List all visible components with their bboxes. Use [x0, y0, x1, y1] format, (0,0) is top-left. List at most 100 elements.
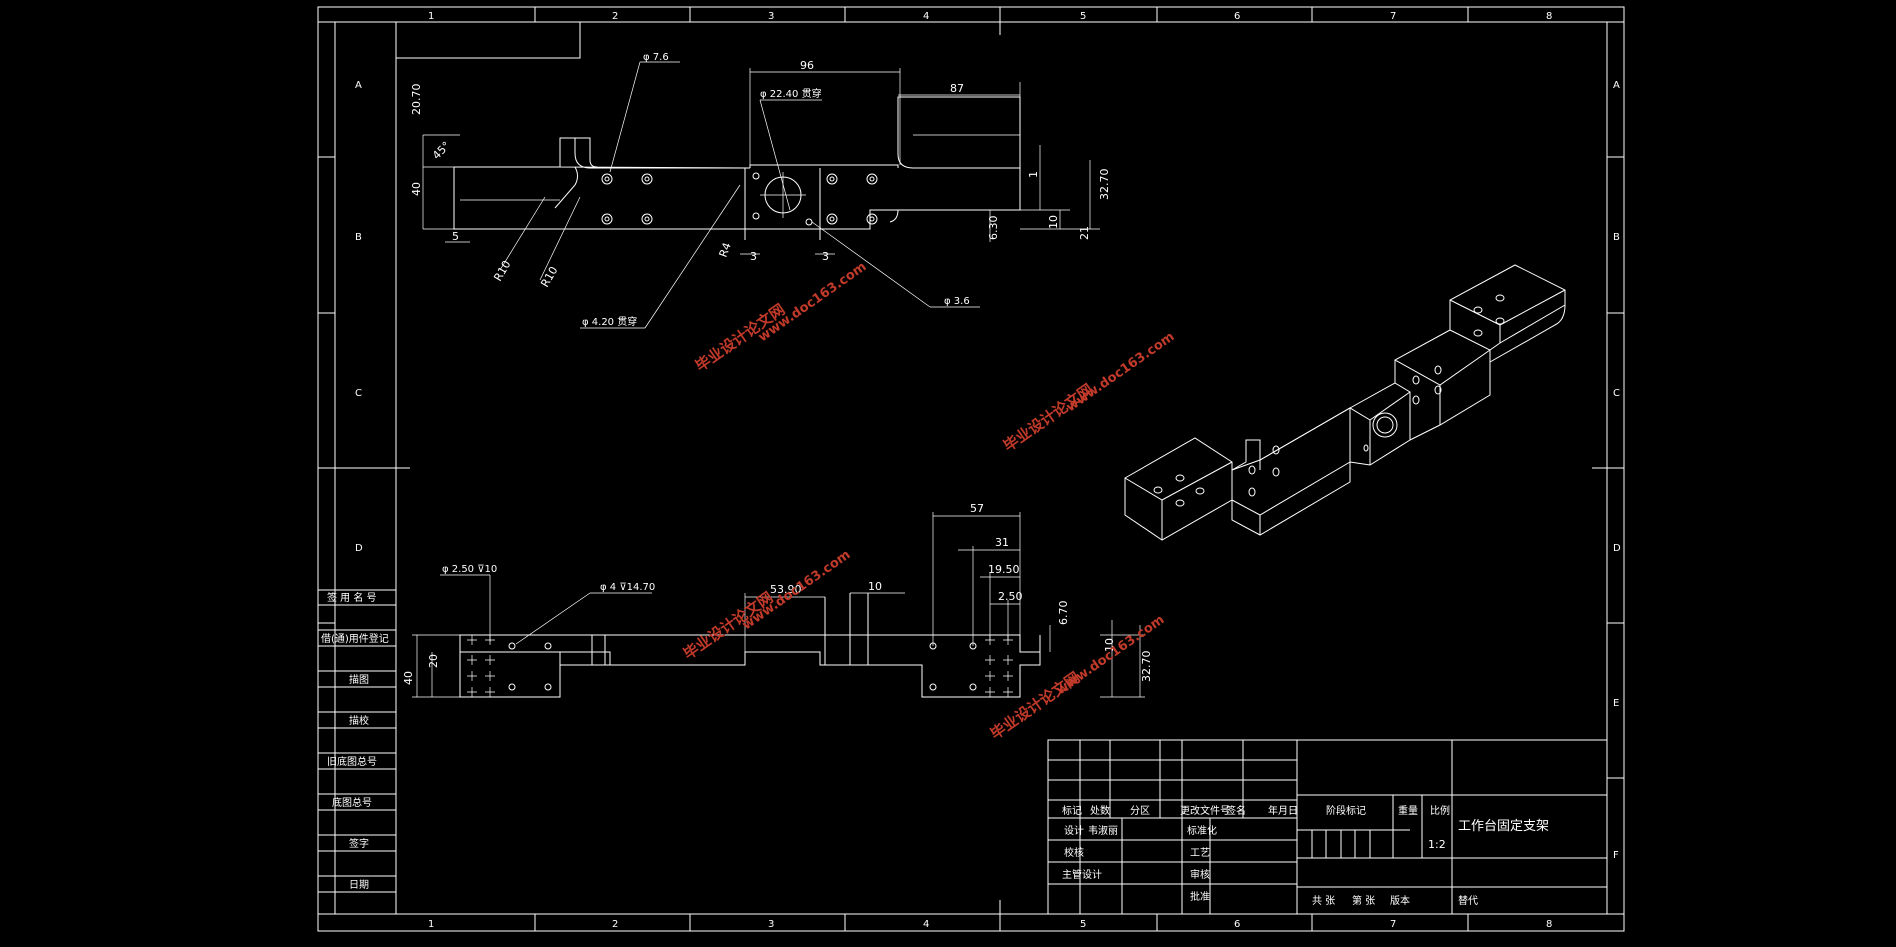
svg-text:签名: 签名	[1226, 804, 1246, 817]
svg-text:40: 40	[402, 671, 415, 685]
column-labels: 1 2 3 4 5 6 7 8 1 2 3 4 5 6 7 8	[428, 11, 1552, 930]
svg-text:R10: R10	[491, 258, 513, 283]
callout-hole-420: φ 4.20 贯穿	[582, 315, 637, 328]
svg-text:B: B	[1613, 232, 1620, 243]
svg-text:阶段标记: 阶段标记	[1326, 804, 1366, 817]
isometric-view	[1124, 264, 1566, 541]
svg-text:标记: 标记	[1062, 805, 1082, 817]
svg-text:底图总号: 底图总号	[332, 796, 372, 809]
svg-text:处数: 处数	[1090, 804, 1110, 817]
scale-value: 1:2	[1428, 838, 1446, 851]
svg-text:87: 87	[950, 82, 964, 95]
hole-pattern-top	[601, 172, 878, 226]
svg-text:比例: 比例	[1430, 804, 1450, 817]
svg-text:第 张: 第 张	[1352, 894, 1375, 907]
svg-text:5: 5	[1080, 919, 1086, 930]
svg-text:R4: R4	[717, 241, 734, 259]
hole-pattern-front	[467, 635, 1013, 697]
svg-text:A: A	[355, 80, 362, 91]
svg-text:版本: 版本	[1390, 894, 1410, 907]
svg-text:共 张: 共 张	[1312, 895, 1335, 907]
left-strip: 签 用 名 号 借(通)用件登记 描图 描校 旧底图总号 底图总号 签字 日期	[317, 589, 397, 915]
svg-text:年月日: 年月日	[1268, 804, 1298, 817]
svg-text:32.70: 32.70	[1098, 169, 1111, 201]
svg-text:6.30: 6.30	[987, 216, 1000, 241]
row-ticks	[318, 156, 1624, 779]
svg-text:8: 8	[1546, 11, 1552, 22]
svg-text:19.50: 19.50	[988, 563, 1020, 576]
svg-text:www.doc163.com: www.doc163.com	[1064, 329, 1178, 415]
svg-text:32.70: 32.70	[1140, 651, 1153, 683]
svg-text:借(通)用件登记: 借(通)用件登记	[321, 632, 389, 645]
svg-text:D: D	[355, 543, 363, 554]
svg-text:2: 2	[612, 919, 618, 930]
svg-text:www.doc163.com: www.doc163.com	[740, 547, 854, 633]
svg-text:21: 21	[1078, 226, 1091, 240]
svg-text:3: 3	[768, 919, 774, 930]
svg-text:F: F	[1613, 850, 1619, 861]
svg-text:6: 6	[1234, 11, 1240, 22]
part-name: 工作台固定支架	[1458, 819, 1549, 834]
svg-text:1: 1	[1027, 171, 1040, 178]
svg-text:4: 4	[923, 919, 929, 930]
svg-text:20: 20	[427, 654, 440, 668]
callout-hole-7: φ 7.6	[643, 52, 669, 63]
svg-text:2: 2	[612, 11, 618, 22]
svg-text:主管设计: 主管设计	[1062, 868, 1102, 881]
svg-text:3: 3	[822, 250, 829, 263]
svg-text:签 用 名 号: 签 用 名 号	[327, 591, 377, 604]
svg-text:描校: 描校	[349, 714, 369, 727]
svg-text:重量: 重量	[1398, 804, 1418, 817]
svg-text:www.doc163.com: www.doc163.com	[756, 259, 870, 345]
outer-frame	[317, 6, 1625, 932]
designer-name: 韦淑丽	[1088, 824, 1118, 837]
svg-text:1: 1	[428, 919, 434, 930]
svg-text:2.50: 2.50	[998, 590, 1023, 603]
svg-text:日期: 日期	[349, 879, 369, 891]
title-block: 标记 处数 分区 更改文件号 签名 年月日 设计 韦淑丽 标准化 校核 工艺 主…	[1047, 739, 1608, 915]
svg-text:10: 10	[1047, 215, 1060, 229]
svg-text:B: B	[355, 232, 362, 243]
svg-text:31: 31	[995, 536, 1009, 549]
svg-text:C: C	[355, 388, 362, 399]
svg-text:标准化: 标准化	[1187, 824, 1217, 837]
svg-text:6.70: 6.70	[1057, 601, 1070, 626]
watermarks: 毕业设计论文网 www.doc163.com 毕业设计论文网 www.doc16…	[680, 259, 1177, 743]
svg-text:描图: 描图	[349, 673, 369, 686]
svg-text:替代: 替代	[1458, 894, 1478, 907]
svg-text:40: 40	[410, 182, 423, 196]
svg-text:审核: 审核	[1190, 868, 1210, 881]
top-view: 96 87 20.70 40 5 45° R10 R10 3 3 R4 6.30…	[410, 52, 1111, 329]
svg-text:D: D	[1613, 543, 1621, 554]
svg-text:53.90: 53.90	[770, 583, 802, 596]
svg-text:5: 5	[1080, 11, 1086, 22]
svg-text:20.70: 20.70	[410, 84, 423, 116]
svg-text:更改文件号: 更改文件号	[1180, 804, 1230, 817]
svg-text:旧底图总号: 旧底图总号	[327, 755, 377, 768]
svg-text:45°: 45°	[430, 139, 453, 162]
svg-text:C: C	[1613, 388, 1620, 399]
row-labels: A B C D A B C D E F	[355, 80, 1621, 861]
svg-text:签字: 签字	[349, 837, 369, 850]
svg-text:6: 6	[1234, 919, 1240, 930]
inner-frame	[395, 21, 1608, 915]
svg-text:批准: 批准	[1190, 890, 1210, 903]
callout-hole-250: φ 2.50 ⊽10	[442, 564, 497, 575]
svg-text:7: 7	[1390, 919, 1396, 930]
svg-text:工艺: 工艺	[1190, 847, 1210, 859]
callout-hole-4: φ 4 ⊽14.70	[600, 582, 655, 593]
svg-text:设计: 设计	[1064, 824, 1084, 837]
svg-text:57: 57	[970, 502, 984, 515]
svg-text:10: 10	[868, 580, 882, 593]
svg-text:96: 96	[800, 59, 814, 72]
svg-text:分区: 分区	[1130, 805, 1150, 817]
svg-text:7: 7	[1390, 11, 1396, 22]
svg-text:4: 4	[923, 11, 929, 22]
svg-text:8: 8	[1546, 919, 1552, 930]
svg-text:E: E	[1613, 698, 1619, 709]
callout-hole-3: φ 3.6	[944, 296, 970, 307]
svg-text:3: 3	[768, 11, 774, 22]
callout-hole-2240: φ 22.40 贯穿	[760, 87, 822, 100]
svg-text:3: 3	[750, 250, 757, 263]
